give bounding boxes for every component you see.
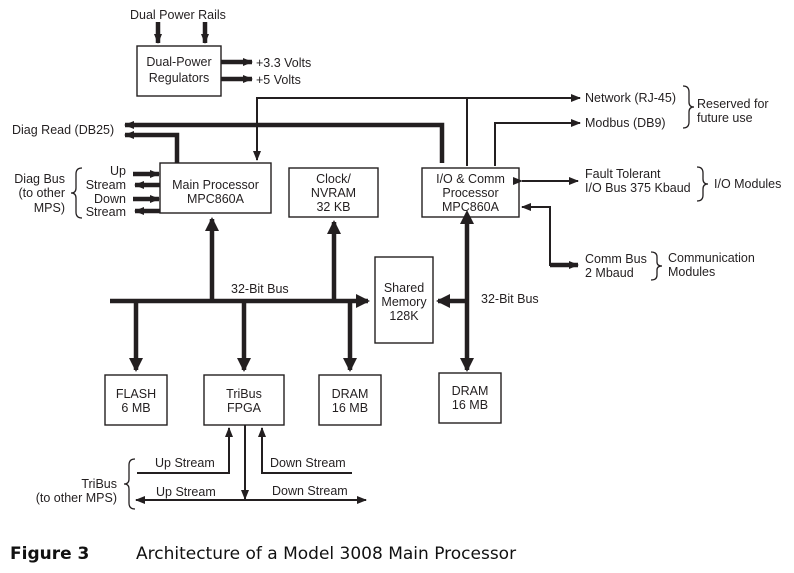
- regulator-label-1: Dual-Power: [146, 55, 211, 69]
- dram-right-label-1: DRAM: [452, 384, 489, 398]
- comm-bus-brace: [650, 251, 663, 281]
- fpga-label-2: FPGA: [227, 401, 262, 415]
- clock-label-1: Clock/: [316, 172, 351, 186]
- flash-box: [104, 374, 168, 426]
- power-rails-label: Dual Power Rails: [130, 8, 226, 22]
- shared-memory-label-2: Memory: [381, 295, 427, 309]
- bus-left-label: 32-Bit Bus: [231, 282, 289, 296]
- dram-left-label-2: 16 MB: [332, 401, 368, 415]
- tribus-upper-up-line: [137, 427, 233, 474]
- regulator-box: [136, 45, 222, 97]
- figure-number: Figure 3: [10, 544, 89, 564]
- main-processor-label-2: MPC860A: [187, 192, 245, 206]
- network-label: Network (RJ-45): [585, 91, 676, 105]
- tribus-lower-up-label: Up Stream: [156, 485, 216, 499]
- io-bus-label-2: I/O Bus 375 Kbaud: [585, 181, 691, 195]
- diag-bus-brace: [70, 167, 83, 219]
- flash-label-2: 6 MB: [121, 401, 150, 415]
- io-processor-label-1: I/O & Comm: [436, 172, 505, 186]
- network-line: [466, 94, 581, 166]
- io-processor-label-3: MPC860A: [442, 200, 500, 214]
- network-to-main-line: [253, 97, 467, 161]
- dram-left-label-1: DRAM: [332, 387, 369, 401]
- reserved-label-2: future use: [697, 111, 753, 125]
- tribus-upper-up-label: Up Stream: [155, 456, 215, 470]
- clock-label-3: 32 KB: [316, 200, 350, 214]
- output-3v3-label: +3.3 Volts: [256, 56, 311, 70]
- tribus-lower-down-label: Down Stream: [272, 484, 348, 498]
- tribus-fpga-box: [203, 374, 285, 426]
- diag-bus-label-3: MPS): [34, 201, 65, 215]
- dram-left-box: [318, 374, 382, 426]
- reserved-label-1: Reserved for: [697, 97, 769, 111]
- shared-memory-label-1: Shared: [384, 281, 424, 295]
- comm-modules-label-2: Modules: [668, 265, 715, 279]
- output-5v-label: +5 Volts: [256, 73, 301, 87]
- figure-title: Architecture of a Model 3008 Main Proces…: [136, 544, 516, 564]
- shared-memory-label-3: 128K: [389, 309, 419, 323]
- tribus-brace: [123, 458, 136, 510]
- modbus-label: Modbus (DB9): [585, 116, 666, 130]
- diag-down-label: Down: [94, 192, 126, 206]
- comm-modules-label-1: Communication: [668, 251, 755, 265]
- io-processor-label-2: Processor: [442, 186, 498, 200]
- diag-read-label: Diag Read (DB25): [12, 123, 114, 137]
- diag-up-label: Up: [110, 164, 126, 178]
- tribus-upper-down-label: Down Stream: [270, 456, 346, 470]
- comm-bus-label-2: 2 Mbaud: [585, 266, 634, 280]
- comm-bus-line: [521, 203, 578, 266]
- dram-right-box: [438, 372, 502, 424]
- io-bus-label-1: Fault Tolerant: [585, 167, 661, 181]
- diag-read-line-io: [124, 121, 445, 163]
- diag-bus-label-2: (to other: [18, 186, 65, 200]
- io-bus-brace: [696, 166, 709, 202]
- diag-stream-label-2: Stream: [86, 205, 126, 219]
- dram-right-label-2: 16 MB: [452, 398, 488, 412]
- flash-label-1: FLASH: [116, 387, 156, 401]
- tribus-upper-down-line: [258, 427, 352, 474]
- clock-nvram-box: [288, 167, 379, 218]
- network-brace: [682, 85, 695, 129]
- tribus-label-2: (to other MPS): [36, 491, 117, 505]
- modbus-line: [494, 119, 581, 166]
- clock-label-2: NVRAM: [311, 186, 356, 200]
- main-processor-label-1: Main Processor: [172, 178, 259, 192]
- shared-memory-box: [374, 256, 434, 344]
- diag-bus-label-1: Diag Bus: [14, 172, 65, 186]
- fpga-label-1: TriBus: [226, 387, 262, 401]
- io-modules-label: I/O Modules: [714, 177, 781, 191]
- diag-stream-label-1: Stream: [86, 178, 126, 192]
- io-processor-box: [421, 167, 520, 218]
- comm-bus-label-1: Comm Bus: [585, 252, 647, 266]
- bus-right-label: 32-Bit Bus: [481, 292, 539, 306]
- main-processor-box: [159, 162, 272, 214]
- regulator-label-2: Regulators: [149, 71, 209, 85]
- diag-read-line-main: [124, 131, 180, 163]
- tribus-label-1: TriBus: [81, 477, 117, 491]
